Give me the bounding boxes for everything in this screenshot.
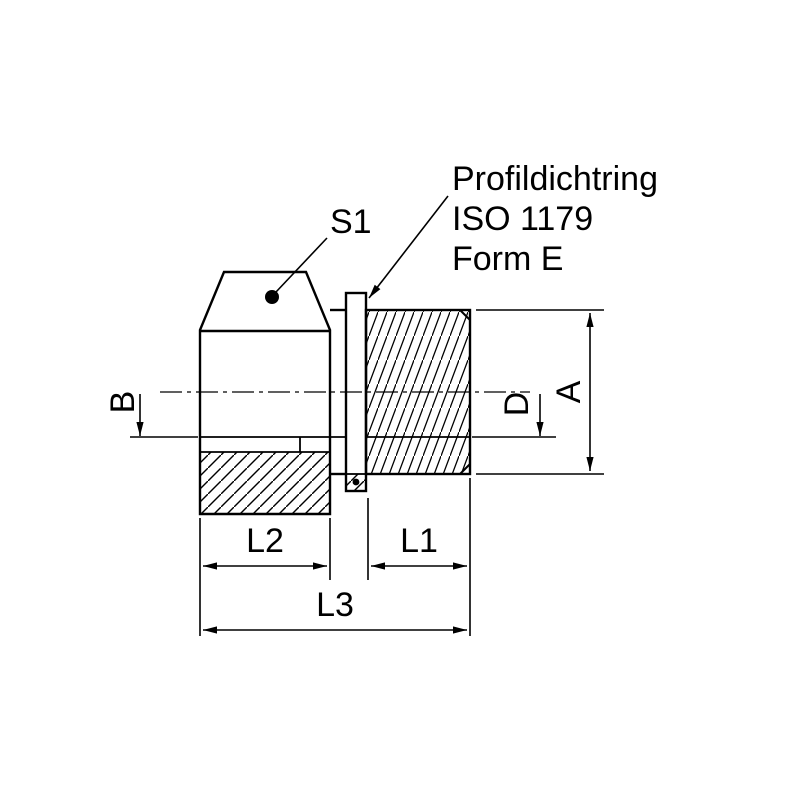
dim-l3: L3: [203, 586, 467, 634]
stud-chamfer-top: [459, 309, 471, 321]
dim-d: D: [472, 392, 556, 438]
stud-chamfer-bottom: [459, 463, 471, 475]
dim-a: A: [476, 309, 604, 475]
dim-l1: L1: [367, 478, 471, 636]
s1-label: S1: [330, 203, 372, 241]
dim-b-label: B: [104, 391, 142, 414]
seal-label-line3: Form E: [452, 240, 563, 278]
seal-elastomer-dot: [352, 478, 360, 486]
dim-a-label: A: [550, 380, 588, 403]
dim-b: B: [104, 391, 198, 438]
seal-leader-line: [368, 195, 449, 299]
dim-l3-label: L3: [316, 586, 354, 624]
seal-ring-section: [345, 473, 367, 492]
dim-l2: L2: [199, 518, 331, 636]
dim-l1-label: L1: [400, 522, 438, 560]
s1-leader-line: [275, 237, 328, 293]
seal-label-line1: Profildichtring: [452, 160, 658, 198]
seal-label-line2: ISO 1179: [452, 200, 593, 238]
dim-l2-label: L2: [246, 522, 284, 560]
s1-dot: [265, 290, 279, 304]
nut-section-hatch: [200, 452, 330, 514]
dim-d-label: D: [498, 392, 536, 417]
callout-seal: Profildichtring ISO 1179 Form E: [368, 160, 658, 299]
callout-s1: S1: [265, 203, 372, 304]
neck: [330, 308, 346, 476]
